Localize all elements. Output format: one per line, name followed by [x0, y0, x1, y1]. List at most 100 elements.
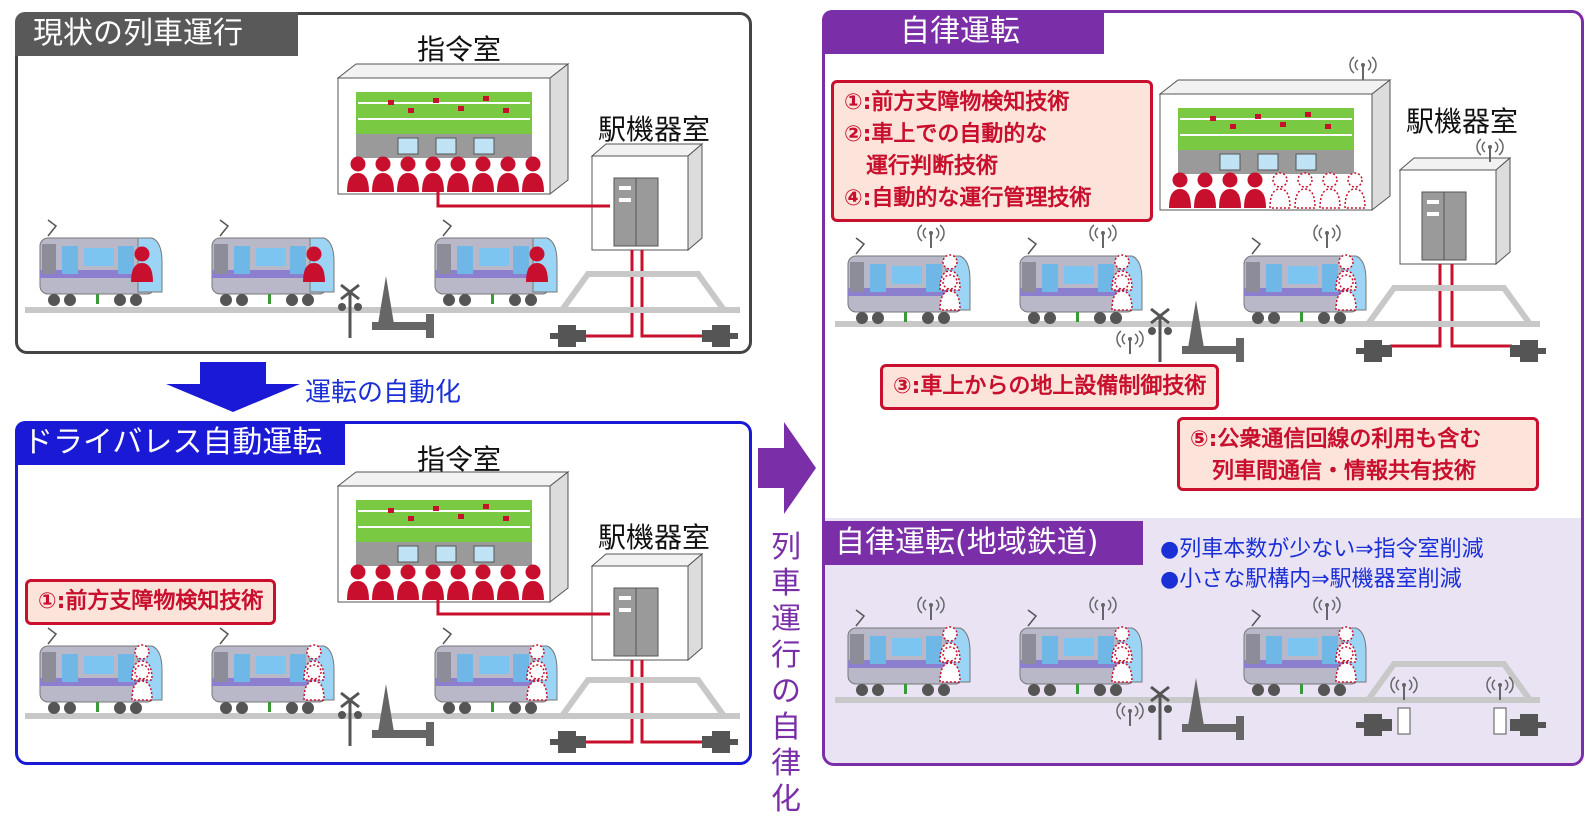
person-icon: [500, 156, 516, 172]
person-icon: [1197, 172, 1213, 188]
person-icon: [525, 564, 541, 580]
siding-track: [559, 677, 727, 718]
scene-graphics: [25, 56, 1546, 753]
signal-cable: [1390, 264, 1442, 348]
barrier-icon: [378, 276, 394, 324]
level-crossing-icon: [1148, 678, 1244, 740]
train-icon: [211, 627, 335, 714]
point-machine-icon: [1356, 714, 1392, 736]
person-icon: [942, 626, 958, 642]
tech-item: 列車間通信・情報共有技術: [1190, 459, 1477, 484]
person-icon: [942, 646, 958, 662]
person-icon: [1114, 646, 1130, 662]
antenna-icon: [917, 596, 945, 620]
person-icon: [1172, 172, 1188, 188]
person-icon: [529, 246, 545, 262]
person-icon: [1297, 172, 1313, 188]
person-icon: [1114, 274, 1130, 290]
control-room-label: 指令室: [417, 33, 502, 66]
person-icon: [525, 156, 541, 172]
person-icon: [475, 156, 491, 172]
autonomy-arrow-label: 列車運行の自律化: [771, 530, 801, 817]
person-icon: [350, 564, 366, 580]
person-icon: [375, 156, 391, 172]
driverless-panel: [15, 421, 752, 765]
signal-cable: [1450, 264, 1512, 348]
autonomous-panel-title: 自律運転: [822, 10, 1104, 54]
antenna-icon: [1313, 224, 1341, 248]
person-icon: [450, 156, 466, 172]
tech-box-obstacle-detection: ①:前方支障物検知技術: [25, 579, 277, 625]
person-icon: [134, 644, 150, 660]
signal-cable: [578, 660, 634, 744]
point-machine-icon: [702, 731, 738, 753]
track-display-icon: [356, 500, 532, 542]
person-icon: [425, 156, 441, 172]
person-icon: [1114, 254, 1130, 270]
tech-item: ④:自動的な運行管理技術: [844, 186, 1092, 211]
antenna-icon: [917, 224, 945, 248]
person-icon: [1114, 626, 1130, 642]
barrier-icon: [1188, 678, 1204, 726]
person-icon: [306, 644, 322, 660]
point-machine-icon: [1356, 340, 1392, 362]
person-icon: [942, 274, 958, 290]
antenna-icon: [1089, 596, 1117, 620]
equipment-room-label: 駅機器室: [598, 521, 711, 554]
person-icon: [375, 564, 391, 580]
point-machine-icon: [1510, 714, 1546, 736]
antenna-icon: [1116, 702, 1144, 726]
current-operation-panel: [15, 12, 752, 354]
antenna-icon: [1476, 138, 1504, 162]
signal-cable: [436, 598, 610, 616]
train-icon: [1243, 237, 1367, 324]
person-icon: [1222, 172, 1238, 188]
tech-item: 運行判断技術: [844, 154, 999, 179]
person-icon: [400, 564, 416, 580]
antenna-icon: [1486, 676, 1514, 700]
person-icon: [425, 564, 441, 580]
control-room-icon: [336, 470, 570, 604]
signal-cable: [578, 250, 634, 338]
tech-item: ⑤:公衆通信回線の利用も含む: [1190, 427, 1482, 452]
regional-note: ●列車本数が少ない⇒指令室削減: [1160, 537, 1484, 562]
person-icon: [1247, 172, 1263, 188]
control-room-label: 指令室: [417, 443, 502, 476]
tech-box-communication: ⑤:公衆通信回線の利用も含む 列車間通信・情報共有技術: [1177, 417, 1539, 491]
person-icon: [306, 246, 322, 262]
train-icon: [1019, 609, 1143, 696]
level-crossing-icon: [338, 276, 434, 338]
person-icon: [475, 564, 491, 580]
person-icon: [306, 664, 322, 680]
equipment-room-icon: [1398, 156, 1512, 266]
point-machine-icon: [702, 325, 738, 347]
siding-track: [559, 271, 727, 312]
automation-arrow-label: 運転の自動化: [305, 378, 462, 408]
trackside-device-icon: [1493, 707, 1507, 735]
train-icon: [1019, 237, 1143, 324]
equipment-room-label: 駅機器室: [1406, 105, 1519, 138]
equipment-room-icon: [590, 552, 704, 662]
regional-note: ●小さな駅構内⇒駅機器室削減: [1160, 567, 1462, 592]
signal-cable: [436, 192, 610, 208]
person-icon: [529, 664, 545, 680]
control-room-icon: [1158, 78, 1392, 212]
person-icon: [134, 664, 150, 680]
barrier-icon: [378, 684, 394, 732]
person-icon: [1347, 172, 1363, 188]
person-icon: [500, 564, 516, 580]
tech-box-ground-control: ③:車上からの地上設備制御技術: [880, 364, 1220, 410]
train-icon: [1243, 609, 1367, 696]
control-room-icon: [336, 62, 570, 196]
train-icon: [847, 237, 971, 324]
antenna-icon: [1390, 676, 1418, 700]
person-icon: [1272, 172, 1288, 188]
barrier-icon: [1188, 300, 1204, 348]
person-icon: [1322, 172, 1338, 188]
tech-box-list: ①:前方支障物検知技術 ②:車上での自動的な 運行判断技術 ④:自動的な運行管理…: [831, 80, 1153, 222]
trackside-device-icon: [1397, 707, 1411, 735]
point-machine-icon: [1510, 340, 1546, 362]
signal-cable: [640, 250, 712, 338]
point-machine-icon: [550, 731, 586, 753]
tech-item: ②:車上での自動的な: [844, 122, 1048, 147]
